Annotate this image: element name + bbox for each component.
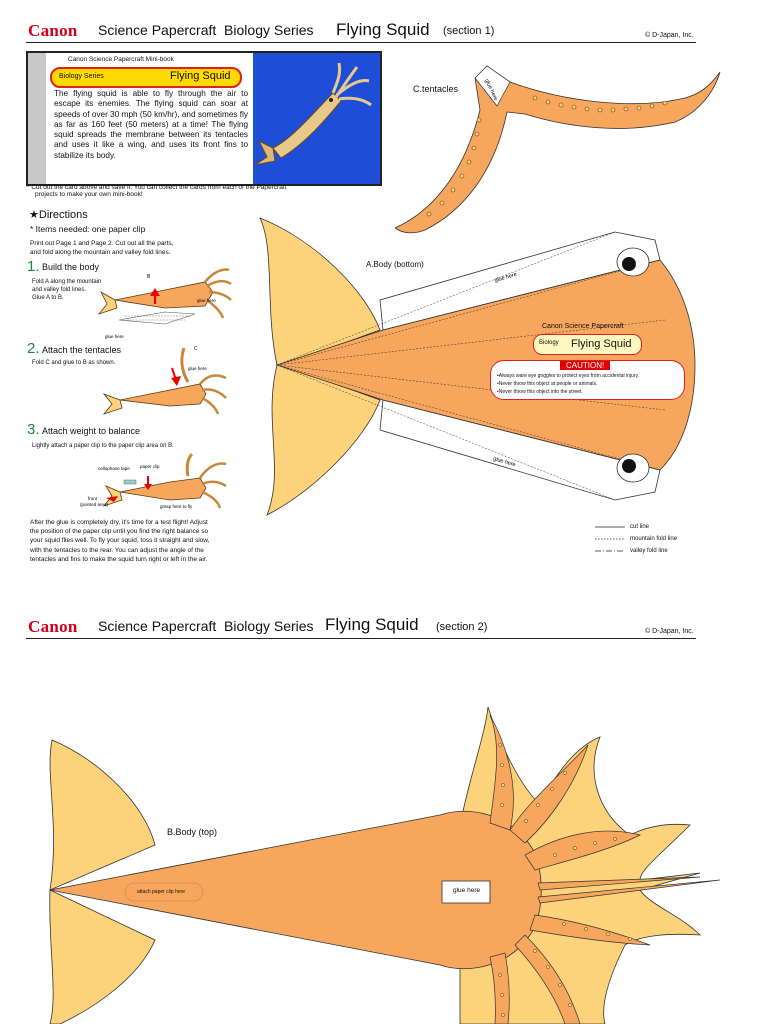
caution-line-3: •Never throw this object into the street… xyxy=(497,388,583,395)
step-1-glue-label-2: glue here xyxy=(105,334,124,339)
card-description: The flying squid is able to fly through … xyxy=(54,89,248,160)
step-3-number: 3. xyxy=(27,421,40,438)
caution-line-2: •Never throw this object at people or an… xyxy=(497,380,598,387)
section-label-1: (section 1) xyxy=(443,25,495,37)
step-3-pointed: (pointed area) xyxy=(80,502,109,507)
tentacle-suckers xyxy=(426,95,668,217)
header-rule-1 xyxy=(26,42,696,43)
items-needed: * Items needed: one paper clip xyxy=(30,224,146,234)
step-1-label-b: B xyxy=(147,274,151,280)
caution-lines: •Always ware eye goggles to protect eyes… xyxy=(497,373,639,396)
copyright-1: © D-Japan, Inc. xyxy=(645,32,694,39)
legend-lines xyxy=(595,526,625,552)
directions-intro: Print out Page 1 and Page 2. Cut out all… xyxy=(30,239,173,258)
step-2-label-c: C xyxy=(194,346,198,352)
arm-suckers xyxy=(498,743,632,1017)
step-3-text: Lightly attach a paper clip to the paper… xyxy=(32,443,174,449)
mini-book-card: Canon Science Papercraft Mini-book Biolo… xyxy=(26,51,382,186)
step-1-text: Fold A along the mountain and valley fol… xyxy=(32,278,101,302)
series-label-2: Science Papercraft Biology Series xyxy=(98,618,314,634)
step-3-cellophane: cellophane tape xyxy=(98,466,130,471)
final-line-1: After the glue is completely dry, it's t… xyxy=(30,519,208,526)
glue-box-label: glue here xyxy=(453,887,481,894)
copyright-2: © D-Japan, Inc. xyxy=(645,628,694,635)
body-top-label: B.Body (top) xyxy=(167,827,218,837)
step-2-title: Attach the tentacles xyxy=(42,345,122,355)
legend-cut: cut line xyxy=(630,524,650,530)
step-1-figure: B glue here glue here xyxy=(97,268,232,339)
fold-lines xyxy=(276,231,666,501)
step-2-figure: C glue here xyxy=(102,346,227,415)
tentacles-label: C.tentacles xyxy=(413,84,459,94)
directions-heading: ★Directions xyxy=(29,208,88,221)
page-title-2: Flying Squid xyxy=(325,615,419,634)
step-1-title: Build the body xyxy=(42,262,100,272)
step-1-line-1: Fold A along the mountain xyxy=(32,279,102,285)
body-top-part xyxy=(49,706,721,1024)
body-title: Flying Squid xyxy=(571,338,632,350)
step-2-number: 2. xyxy=(27,340,40,357)
step-2-text: Fold C and glue to B as shown. xyxy=(32,360,116,366)
step-1-number: 1. xyxy=(27,258,40,275)
directions-heading-text: Directions xyxy=(38,209,88,221)
cut-note-line-1: * Cut out the card above and save it. Yo… xyxy=(27,184,287,191)
final-line-2: the position of the paper clip until you… xyxy=(30,528,209,536)
tentacles-part: glue here xyxy=(395,65,721,234)
final-line-4: with the tentacles to the rear. You can … xyxy=(30,546,204,554)
cut-note: * Cut out the card above and save it. Yo… xyxy=(27,184,286,198)
step-3-title: Attach weight to balance xyxy=(42,426,141,436)
header-rule-2 xyxy=(26,638,696,639)
step-3-front: front xyxy=(88,496,98,501)
mini-book-label: Canon Science Papercraft Mini-book xyxy=(68,56,174,63)
caution-title: CAUTION! xyxy=(560,361,611,370)
body-bottom-label: A.Body (bottom) xyxy=(366,260,424,269)
body-title-pill: Biology Flying Squid xyxy=(533,334,642,355)
star-icon: ★ xyxy=(29,209,39,221)
page-title-1: Flying Squid xyxy=(336,20,430,39)
clip-area-label: attach paper clip here xyxy=(137,889,186,895)
step-3-paper-clip: paper clip xyxy=(140,464,160,469)
arms xyxy=(489,714,721,1024)
intro-line-2: and fold along the mountain and valley f… xyxy=(30,249,171,257)
final-line-5: tentacles and fins to make the squid tur… xyxy=(30,555,208,563)
body-biology: Biology xyxy=(539,340,559,346)
step-1-glue-label: glue here xyxy=(197,298,216,303)
caution-line-1: •Always ware eye goggles to protect eyes… xyxy=(497,373,640,379)
glue-box xyxy=(441,880,491,904)
squid-photo-icon xyxy=(254,62,372,166)
intro-line-1: Print out Page 1 and Page 2. Cut out all… xyxy=(30,240,174,247)
card-squid-image xyxy=(253,53,380,184)
step-3-figure: cellophane tape paper clip front (pointe… xyxy=(80,452,227,509)
card-series-label: Biology Series xyxy=(59,73,104,80)
step-3-grasp: grasp here to fly xyxy=(160,504,193,509)
canon-logo-2: Canon xyxy=(28,617,78,636)
card-title: Flying Squid xyxy=(170,70,231,82)
step-2-glue-label: glue here xyxy=(188,366,207,371)
section-label-2: (section 2) xyxy=(436,621,488,633)
series-label-1: Science Papercraft Biology Series xyxy=(98,22,314,38)
legend-valley: valley fold line xyxy=(630,548,668,554)
body-brand: Canon Science Papercraft xyxy=(542,323,624,330)
step-1-line-2: and valley fold lines. xyxy=(32,287,87,294)
step-1-line-3: Glue A to B. xyxy=(32,295,64,302)
legend-mountain: mountain fold line xyxy=(630,536,678,542)
final-line-3: your squid flies well. To fly your squid… xyxy=(30,537,210,545)
body-bottom-part: glue here glue here xyxy=(259,217,696,516)
card-title-pill: Biology Series Flying Squid xyxy=(50,67,242,88)
card-stripe xyxy=(28,53,46,184)
canon-logo-1: Canon xyxy=(28,21,78,40)
cut-note-line-2: projects to make your own mini-book! xyxy=(35,191,143,198)
final-instructions: After the glue is completely dry, it's t… xyxy=(30,518,209,564)
